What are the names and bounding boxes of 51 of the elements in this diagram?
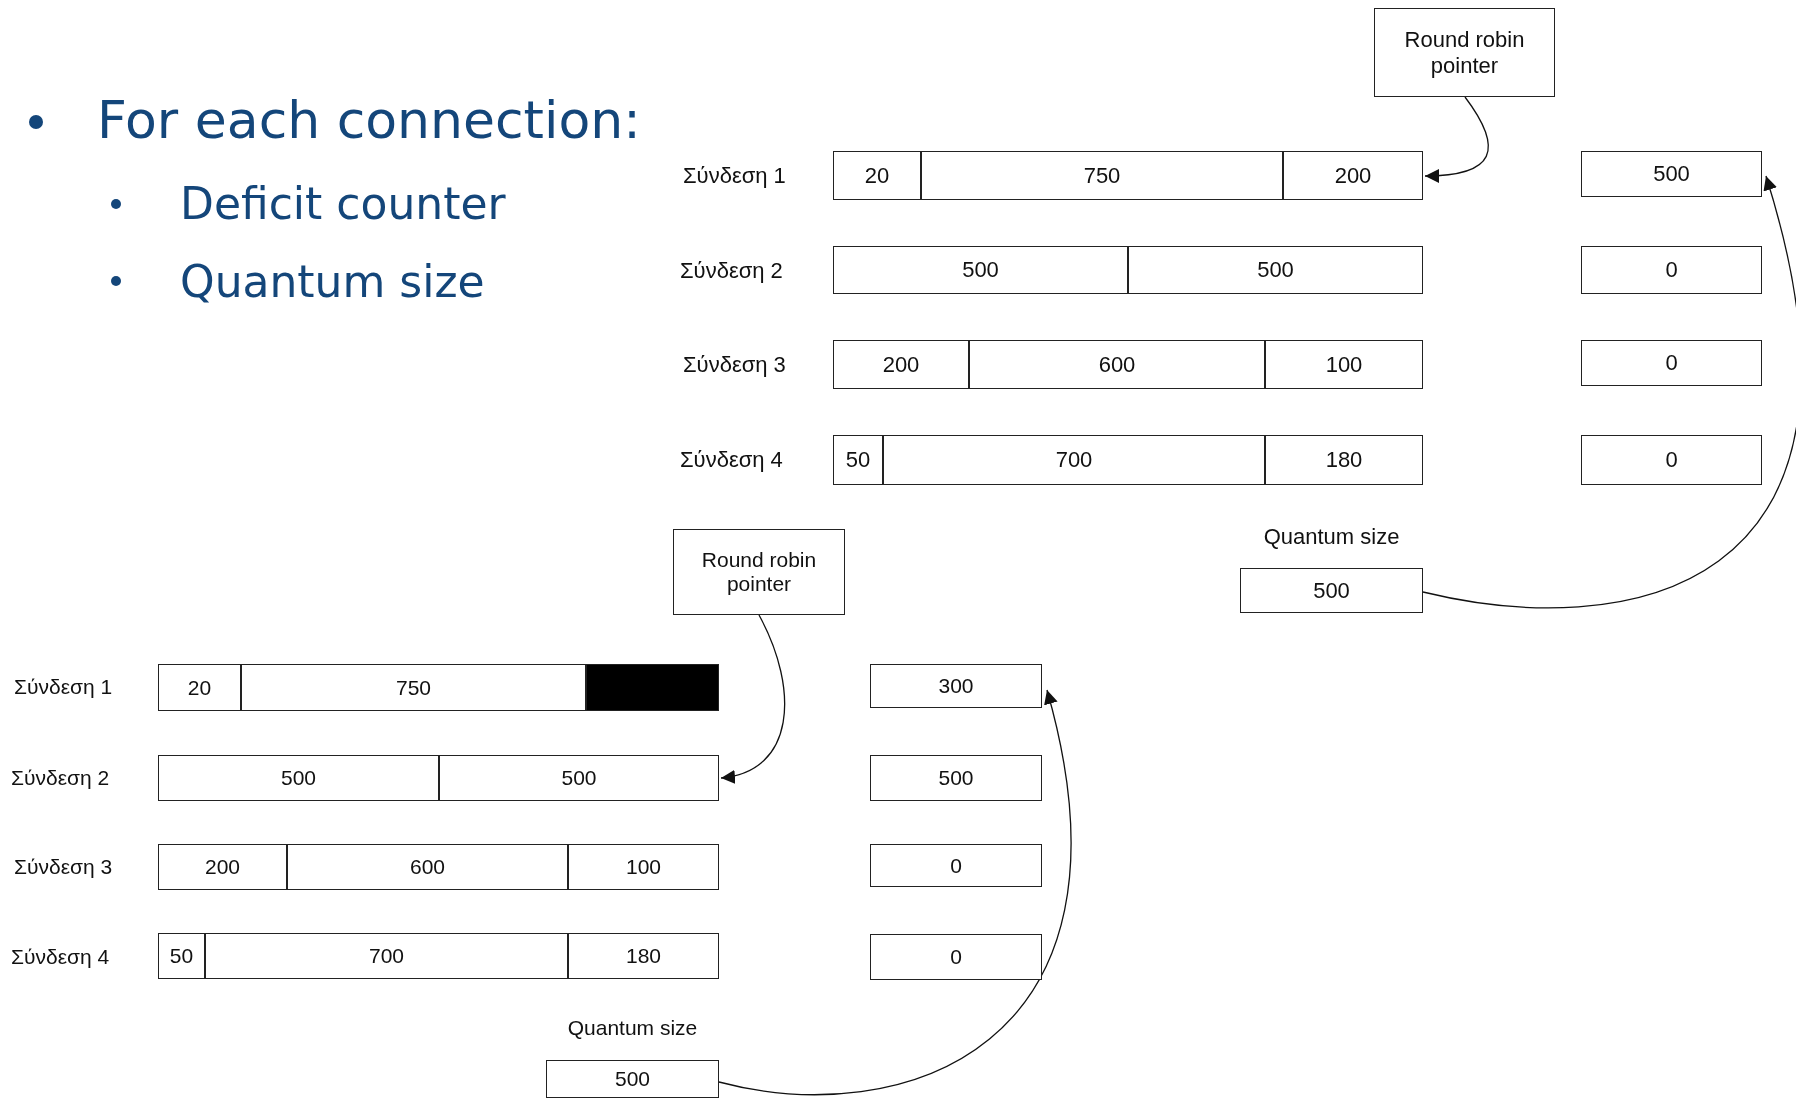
packet-box: 20	[158, 664, 241, 711]
packet-box: 200	[158, 844, 287, 890]
row-label: Σύνδεση 3	[14, 855, 113, 879]
packet-box: 100	[568, 844, 719, 890]
box-caption: Quantum size	[567, 1016, 698, 1040]
bullet-text: Quantum size	[180, 256, 485, 307]
pointer-box: Round robin pointer	[673, 529, 845, 615]
packet-box: 50	[833, 435, 883, 485]
deficit-counter-box: 300	[870, 664, 1042, 708]
packet-box: 20	[833, 151, 921, 200]
packet-box: 700	[205, 933, 568, 979]
box-caption: Quantum size	[1263, 524, 1400, 550]
row-label: Σύνδεση 4	[11, 945, 110, 969]
packet-box: 750	[241, 664, 586, 711]
row-label: Σύνδεση 2	[11, 766, 110, 790]
packet-box: 500	[439, 755, 719, 801]
deficit-counter-box: 0	[1581, 435, 1762, 485]
packet-box: 200	[1283, 151, 1423, 200]
row-label: Σύνδεση 3	[683, 352, 786, 378]
packet-box: 50	[158, 933, 205, 979]
packet-box: 180	[568, 933, 719, 979]
curved-arrow	[1424, 96, 1489, 183]
curved-arrow	[720, 614, 786, 783]
deficit-counter-box: 0	[870, 934, 1042, 980]
packet-box: 700	[883, 435, 1265, 485]
packet-box: 500	[833, 246, 1128, 294]
packet-box: 500	[1128, 246, 1423, 294]
heading-text: For each connection:	[97, 90, 641, 150]
packet-box: 600	[287, 844, 568, 890]
packet-box: 100	[1265, 340, 1423, 389]
pointer-box: Round robin pointer	[1374, 8, 1555, 97]
packet-box: 500	[158, 755, 439, 801]
packet-box: 600	[969, 340, 1265, 389]
quantum-box: 500	[546, 1060, 719, 1098]
deficit-counter-box: 500	[870, 755, 1042, 801]
packet-box: 200	[833, 340, 969, 389]
row-label: Σύνδεση 2	[680, 258, 783, 284]
curved-arrow	[718, 689, 1072, 1096]
deficit-counter-box: 500	[1581, 151, 1762, 197]
row-label: Σύνδεση 1	[14, 675, 113, 699]
packet-bar	[586, 664, 719, 711]
packet-box: 750	[921, 151, 1283, 200]
bullet-text: Deficit counter	[180, 178, 506, 229]
deficit-counter-box: 0	[1581, 246, 1762, 294]
packet-box: 180	[1265, 435, 1423, 485]
row-label: Σύνδεση 1	[683, 163, 786, 189]
quantum-box: 500	[1240, 568, 1423, 613]
curved-arrow	[1422, 175, 1796, 608]
row-label: Σύνδεση 4	[680, 447, 783, 473]
deficit-counter-box: 0	[870, 844, 1042, 887]
deficit-counter-box: 0	[1581, 340, 1762, 386]
